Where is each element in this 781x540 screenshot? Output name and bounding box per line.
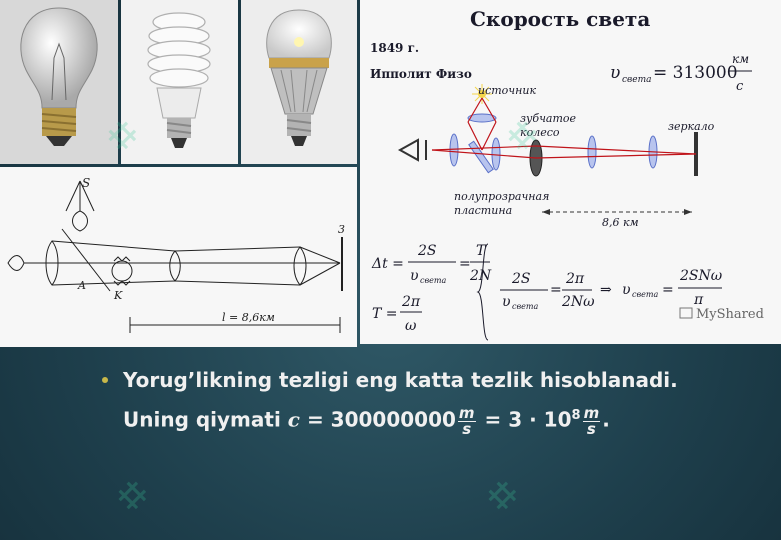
- svg-text:MyShared: MyShared: [696, 307, 764, 322]
- svg-text:2S: 2S: [511, 271, 531, 287]
- svg-text:T: T: [476, 243, 487, 259]
- svg-text:2SNω: 2SNω: [679, 268, 723, 284]
- watermark-mark: ⌗: [475, 468, 530, 523]
- svg-text:2S: 2S: [417, 243, 437, 259]
- svg-text:υ: υ: [622, 282, 631, 298]
- svg-text:света: света: [632, 290, 658, 299]
- mirror-label: зеркало: [668, 120, 715, 133]
- speed-of-light-slide: Скорость света 1849 г. Ипполит Физо υ св…: [360, 0, 781, 344]
- mirror-label: 3: [338, 223, 345, 236]
- svg-text:света: света: [420, 276, 446, 285]
- cfl-bulb-photo: [121, 0, 238, 164]
- svg-text:υ: υ: [502, 294, 511, 310]
- svg-text:2π: 2π: [565, 271, 585, 287]
- lens-a-label: A: [77, 279, 86, 292]
- svg-text:света: света: [622, 75, 652, 85]
- svg-text:=: =: [550, 282, 562, 298]
- speed-formula: υ света = 313000 км с: [610, 52, 752, 94]
- wheel-label-2: колесо: [520, 126, 560, 139]
- incandescent-bulb-photo: [0, 0, 118, 164]
- caption-line-1: Yorug’likning tezligi eng katta tezlik h…: [123, 368, 678, 392]
- svg-text:2π: 2π: [401, 294, 421, 310]
- fizeau-schematic: S A K 3 l = 8,6км: [0, 167, 357, 347]
- watermark-mark: ⌗: [105, 468, 160, 523]
- svg-text:с: с: [736, 79, 744, 94]
- svg-text:= 313000: = 313000: [653, 63, 738, 83]
- svg-text:=: =: [662, 282, 674, 298]
- svg-text:2N: 2N: [469, 268, 492, 284]
- source-s-label: S: [82, 176, 90, 190]
- svg-text:км: км: [732, 52, 749, 66]
- svg-text:T =: T =: [372, 306, 398, 322]
- year-label: 1849 г.: [370, 41, 419, 55]
- svg-text:⇒: ⇒: [600, 282, 612, 298]
- author-label: Ипполит Физо: [370, 67, 472, 81]
- myshared-logo: MyShared: [679, 307, 764, 322]
- svg-text:π: π: [693, 292, 704, 308]
- wheel-label-1: зубчатое: [520, 112, 577, 125]
- led-bulb-photo: [241, 0, 357, 164]
- fizeau-apparatus: источник зубчатое колесо зеркало полупро…: [397, 84, 715, 229]
- svg-text:=: =: [459, 256, 471, 272]
- wheel-k-label: K: [113, 289, 123, 302]
- source-label: источник: [478, 84, 536, 97]
- bullet-icon: [102, 377, 108, 383]
- plate-label-2: пластина: [454, 204, 512, 217]
- equations-block: Δt = 2S υ света = T 2N T = 2π ω 2S υ све…: [371, 243, 723, 341]
- svg-text:υ: υ: [610, 63, 620, 83]
- svg-text:υ: υ: [410, 268, 419, 284]
- svg-text:ω: ω: [405, 318, 417, 334]
- plate-label-1: полупрозрачная: [454, 190, 549, 203]
- caption-block: Yorug’likning tezligi eng katta tezlik h…: [102, 362, 755, 438]
- svg-text:света: света: [512, 302, 538, 311]
- svg-text:Δt =: Δt =: [371, 256, 404, 272]
- svg-text:2Nω: 2Nω: [561, 294, 595, 310]
- distance-label: l = 8,6км: [222, 311, 275, 324]
- slide-title: Скорость света: [470, 7, 650, 31]
- distance-label: 8,6 км: [602, 216, 639, 229]
